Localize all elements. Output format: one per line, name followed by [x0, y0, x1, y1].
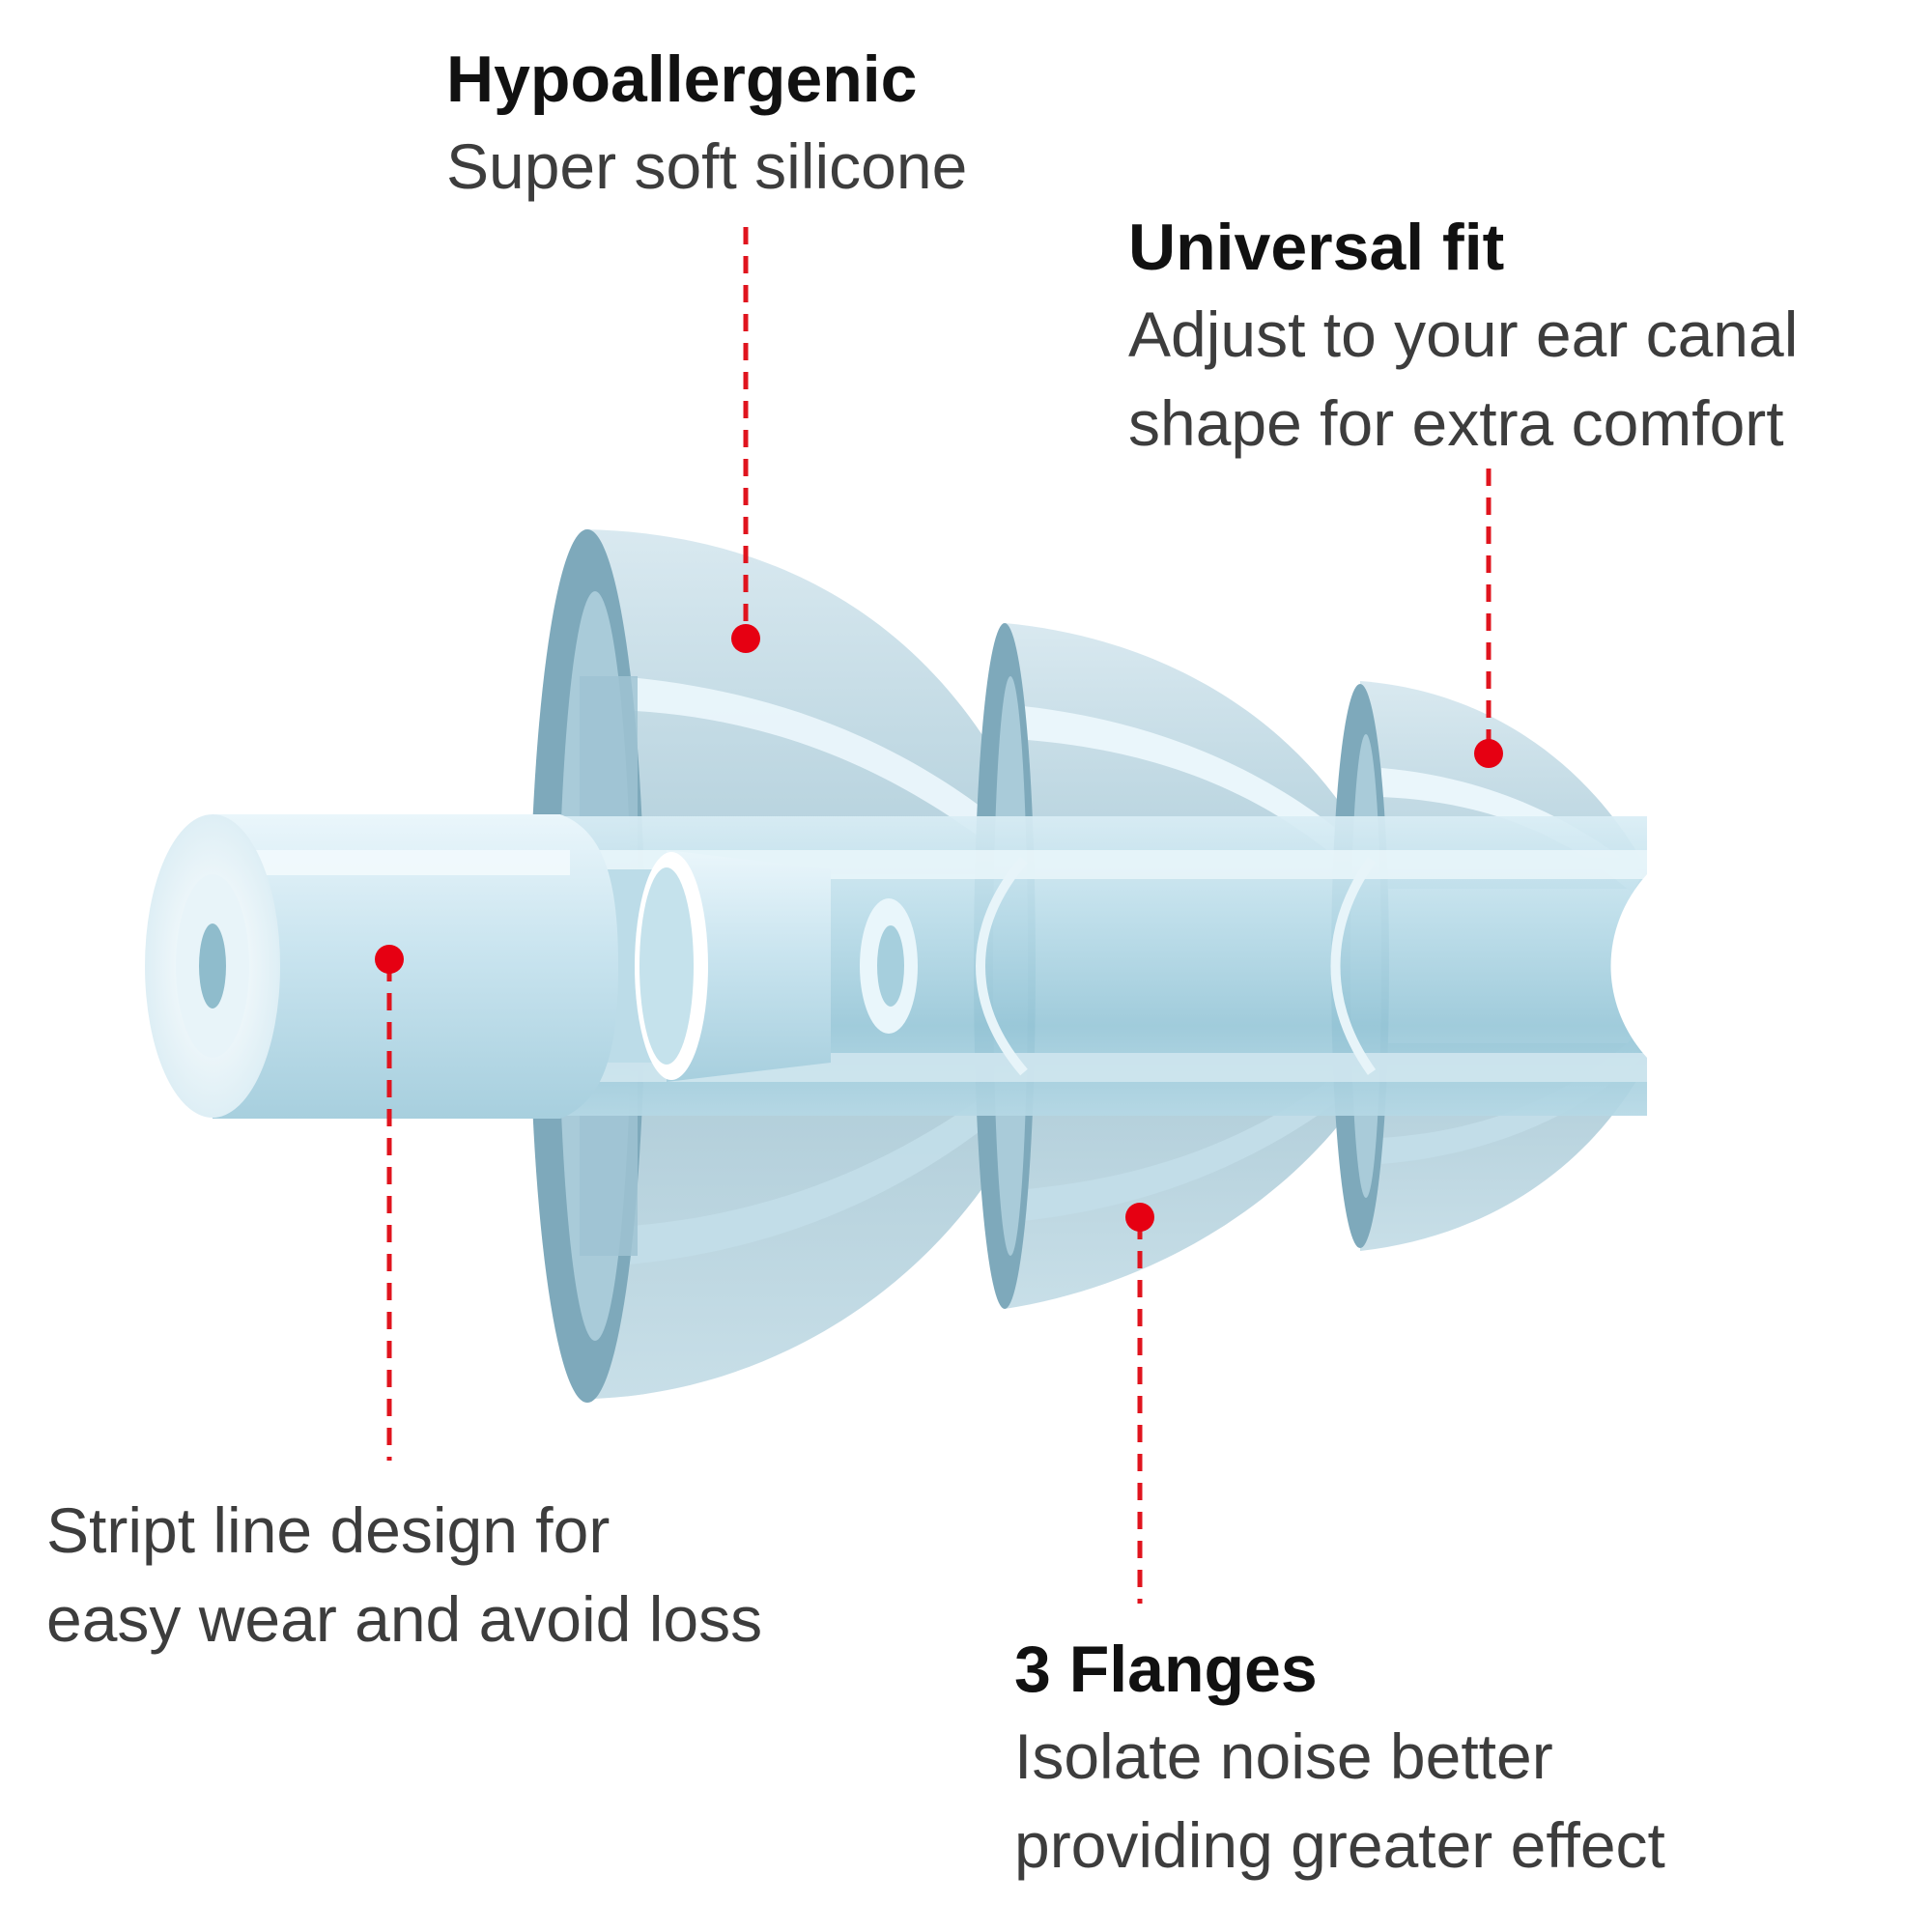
callout-text: Isolate noise better [1014, 1720, 1553, 1792]
callout-title: Universal fit [1128, 211, 1505, 284]
core-tube-end [1610, 874, 1647, 1058]
seam-2 [1330, 857, 1377, 1075]
stem-collar-inner [639, 867, 694, 1065]
marker-dot-stript-line [375, 945, 404, 974]
stem-tube [213, 814, 618, 1119]
flange-small-inner-bottom [1381, 1038, 1642, 1164]
callout-title: Hypoallergenic [446, 43, 918, 116]
flange-small-inner-top [1381, 768, 1642, 894]
callout-text: Stript line design for [46, 1494, 611, 1566]
marker-dots [375, 624, 1503, 1232]
flange-middle-inner-bottom [1014, 1063, 1362, 1222]
leader-lines [386, 227, 1492, 1604]
flange-large-inner-top [618, 676, 1034, 871]
marker-dot-flanges [1125, 1203, 1154, 1232]
callout-text: providing greater effect [1014, 1809, 1665, 1881]
callout-title: 3 Flanges [1014, 1633, 1318, 1706]
flange-large-inner-bottom [618, 1066, 1034, 1265]
callout-text: Adjust to your ear canal [1128, 298, 1799, 370]
callout-text: shape for extra comfort [1128, 387, 1784, 459]
callout-text: Super soft silicone [446, 130, 968, 202]
stem-cap-hole [199, 923, 226, 1009]
callout-text: easy wear and avoid loss [46, 1583, 763, 1655]
marker-dot-hypoallergenic [731, 624, 760, 653]
callout-hypoallergenic: Hypoallergenic Super soft silicone [446, 37, 967, 211]
callout-3-flanges: 3 Flanges Isolate noise better providing… [1014, 1627, 1665, 1889]
seam-1 [976, 856, 1028, 1076]
callout-stript-line: Stript line design for easy wear and avo… [46, 1486, 762, 1663]
marker-dot-universal-fit [1474, 739, 1503, 768]
stem [145, 814, 831, 1119]
stem-tube-highlight [222, 850, 570, 875]
flange-middle-inner-top [1014, 705, 1362, 871]
callout-universal-fit: Universal fit Adjust to your ear canal s… [1128, 205, 1798, 468]
core-hole-inner [877, 925, 904, 1007]
stem-taper [667, 850, 831, 1082]
